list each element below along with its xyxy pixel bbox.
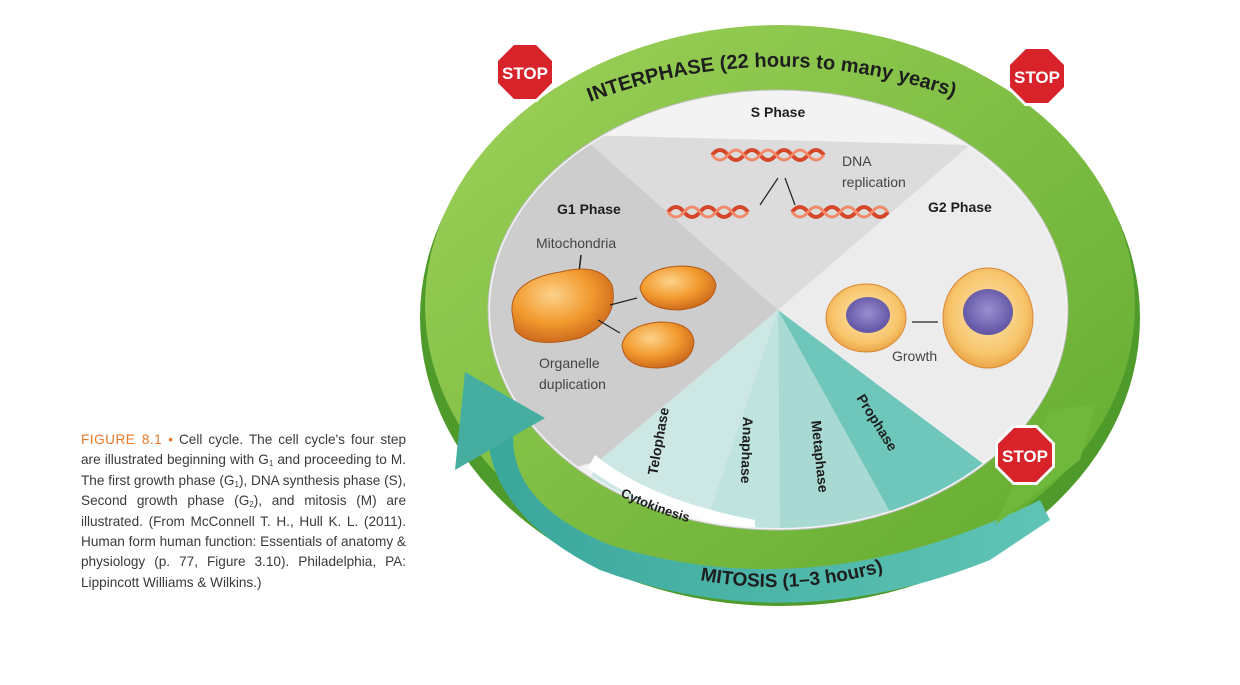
stop-text-2: STOP <box>1014 68 1060 87</box>
stop-sign-right: STOP <box>995 425 1055 485</box>
mitosis-arrow-body <box>487 400 1050 603</box>
mitochondrion-large <box>511 268 614 343</box>
growth-label: Growth <box>892 348 937 364</box>
stop-text-3: STOP <box>1002 447 1048 466</box>
anaphase-sector <box>700 310 780 528</box>
caption-text-3: ), DNA synthesis phase (S), Second growt… <box>81 472 407 509</box>
dna-helix-top <box>710 148 826 162</box>
dna-arrow-left <box>759 177 779 206</box>
caption-sub-1: 1 <box>268 459 274 469</box>
prophase-sector <box>778 310 985 528</box>
caption-text-4: ), and mitosis (M) are illustrated. (Fro… <box>81 493 407 590</box>
g2-title-g: G <box>928 199 939 215</box>
cytokinesis-band <box>588 455 755 528</box>
caption-bullet: • <box>168 432 173 447</box>
cell-large <box>942 267 1034 369</box>
mitochondrion-lower <box>621 321 695 369</box>
caption-sub-2: 1 <box>234 479 239 489</box>
stop-sign-top-right: STOP <box>1007 46 1067 106</box>
caption-text-2: and proceeding to M. The first growth ph… <box>81 452 406 488</box>
dna-label-line2: replication <box>842 174 906 190</box>
g2-phase-title: G2 Phase <box>928 199 992 215</box>
g1-title-g: G <box>557 201 568 217</box>
g2-title-sub: 2 <box>939 199 947 215</box>
dna-helix-right <box>790 205 890 219</box>
caption-text-1: Cell cycle. The cell cycle's four step a… <box>81 432 407 468</box>
organelle-label-line2: duplication <box>539 376 606 392</box>
g2-phase-sector <box>778 145 1066 470</box>
g2-title-rest: Phase <box>947 199 992 215</box>
dna-label-line1: DNA <box>842 153 872 169</box>
g1-phase-sector <box>490 135 778 500</box>
dna-arrow-right <box>784 177 796 206</box>
mitochondria-label: Mitochondria <box>536 235 616 251</box>
dna-helix-left <box>666 205 750 219</box>
organelle-label-line1: Organelle <box>539 355 600 371</box>
anaphase-label: Anaphase <box>738 416 756 484</box>
s-phase-sector <box>580 135 970 310</box>
organelle-arrow-down <box>597 319 621 334</box>
figure-caption: FIGURE 8.1 • Cell cycle. The cell cycle'… <box>81 430 406 593</box>
cell-small <box>825 283 907 353</box>
organelle-arrow-up <box>609 297 638 306</box>
metaphase-label: Metaphase <box>808 420 831 494</box>
stop-text-1: STOP <box>502 64 548 83</box>
g1-phase-title: G1 Phase <box>557 201 621 217</box>
g1-title-rest: Phase <box>576 201 621 217</box>
caption-sub-3: 2 <box>249 500 254 510</box>
s-phase-title: S Phase <box>751 104 806 120</box>
mitochondrion-upper <box>639 265 717 311</box>
mitosis-arrow-head <box>455 372 545 470</box>
g1-title-sub: 1 <box>568 201 576 217</box>
figure-label: FIGURE 8.1 <box>81 432 163 447</box>
metaphase-sector <box>778 310 900 528</box>
stop-sign-top-left: STOP <box>495 42 555 102</box>
